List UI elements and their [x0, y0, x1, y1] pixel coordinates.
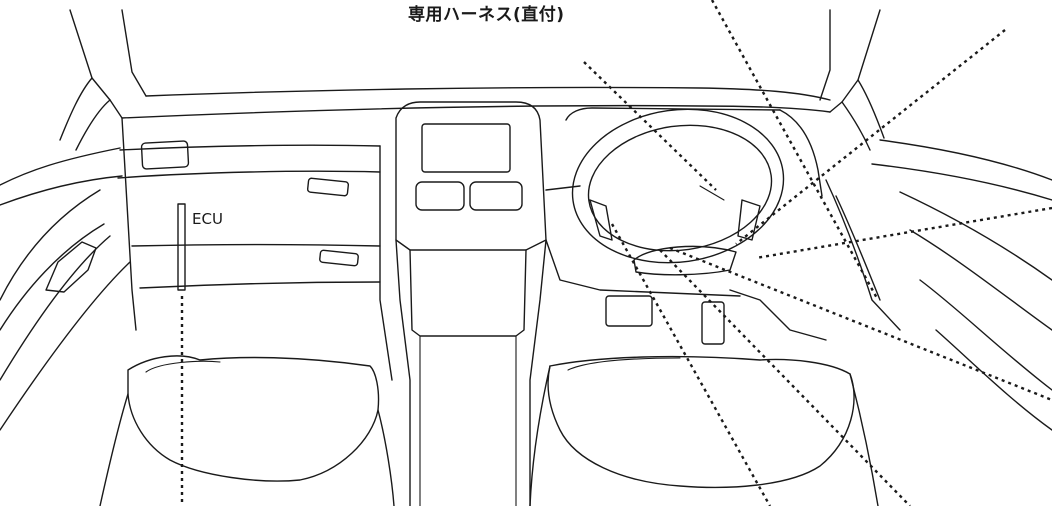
passenger-vent — [140, 140, 190, 170]
leader-harness-5 — [669, 246, 1052, 402]
left-door — [0, 147, 131, 431]
dashboard-top — [121, 86, 831, 119]
leader-lines — [180, 0, 1052, 506]
right-seat — [529, 355, 879, 506]
glovebox-handle — [306, 177, 350, 197]
center-display — [421, 123, 511, 173]
center-console — [395, 101, 547, 506]
right-door — [825, 139, 1052, 431]
ecu-label: ECU — [192, 210, 223, 228]
left-seat — [99, 355, 395, 506]
ecu-box — [177, 203, 186, 291]
leader-harness-2 — [583, 61, 717, 191]
brake-pedal — [605, 295, 653, 327]
leader-harness-6 — [610, 223, 772, 506]
accelerator-pedal — [701, 301, 725, 345]
leader-harness-4 — [755, 206, 1052, 260]
center-button-right — [469, 181, 523, 211]
steering-wheel — [571, 108, 785, 276]
center-button-left — [415, 181, 465, 211]
left-a-pillar — [59, 9, 147, 151]
passenger-dashboard — [117, 117, 393, 381]
glovebox-latch — [319, 249, 359, 267]
right-a-pillar — [819, 9, 885, 151]
leader-harness-1 — [710, 0, 880, 301]
harness-label: 専用ハーネス(直付) — [408, 5, 565, 25]
driver-dashboard — [545, 107, 827, 345]
leader-harness-3 — [735, 29, 1006, 245]
